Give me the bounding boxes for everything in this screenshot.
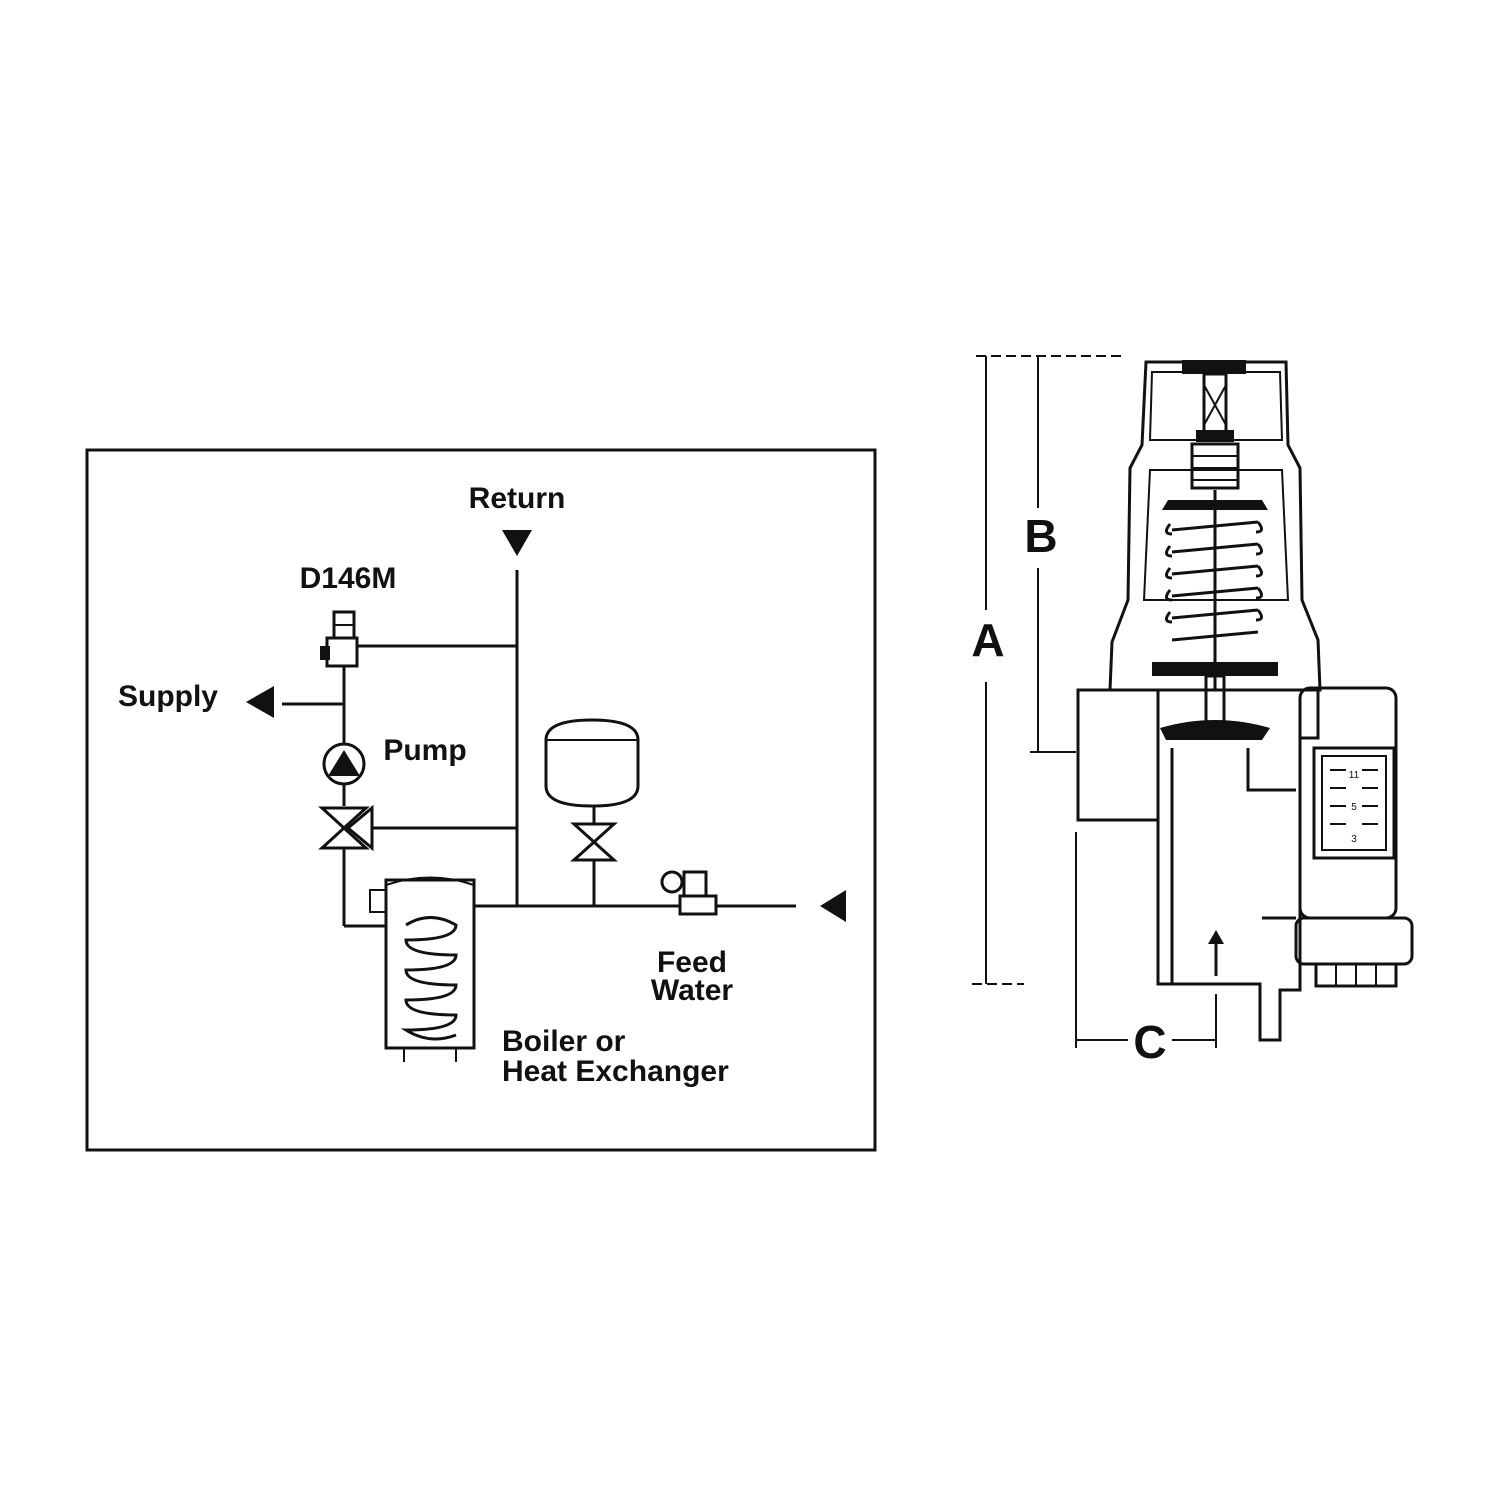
schematic-frame (85, 448, 877, 1152)
return-arrow-icon (502, 530, 532, 556)
valve-body (1076, 688, 1320, 1042)
feed-label-line1: Feed (657, 946, 727, 979)
gauge-mark-11: 11 (1349, 770, 1360, 781)
supply-label: Supply (118, 680, 218, 713)
dimension-b-label: B (1024, 510, 1057, 562)
return-label: Return (469, 482, 566, 515)
boiler-icon (369, 876, 476, 1062)
valve-bonnet (1108, 360, 1322, 692)
dimension-a-label: A (971, 614, 1004, 666)
feed-arrow-icon (820, 890, 846, 922)
feed-label-line2: Water (651, 974, 734, 1007)
gauge-mark-3: 3 (1351, 834, 1357, 845)
strainer-housing (1294, 686, 1414, 988)
pressure-reducing-valve-icon (660, 870, 718, 916)
flow-direction-arrow-icon (1208, 930, 1224, 944)
supply-arrow-icon (246, 686, 274, 718)
gauge-mark-5: 5 (1351, 802, 1357, 813)
dimension-c-label: C (1133, 1016, 1166, 1068)
dimension-b: B (1024, 356, 1076, 753)
expansion-tank-icon (544, 718, 640, 808)
pump-icon (322, 742, 366, 786)
tank-valve-icon (570, 822, 618, 862)
adjusting-spring-icon (1152, 442, 1278, 734)
piping-schematic: Return D146M Supply Pump (85, 448, 877, 1152)
dimension-c: C (1075, 832, 1217, 1068)
d146m-valve-icon (320, 610, 359, 668)
pump-label: Pump (383, 734, 466, 767)
pressure-gauge-window: 11 5 3 (1312, 746, 1396, 860)
valve-model-label: D146M (300, 562, 397, 595)
boiler-label-line2: Heat Exchanger (502, 1055, 729, 1088)
dimension-a: A (971, 355, 1126, 985)
valve-cross-section: A B C (971, 355, 1414, 1068)
mixing-valve-icon (318, 804, 374, 852)
boiler-label-line1: Boiler or (502, 1025, 626, 1058)
